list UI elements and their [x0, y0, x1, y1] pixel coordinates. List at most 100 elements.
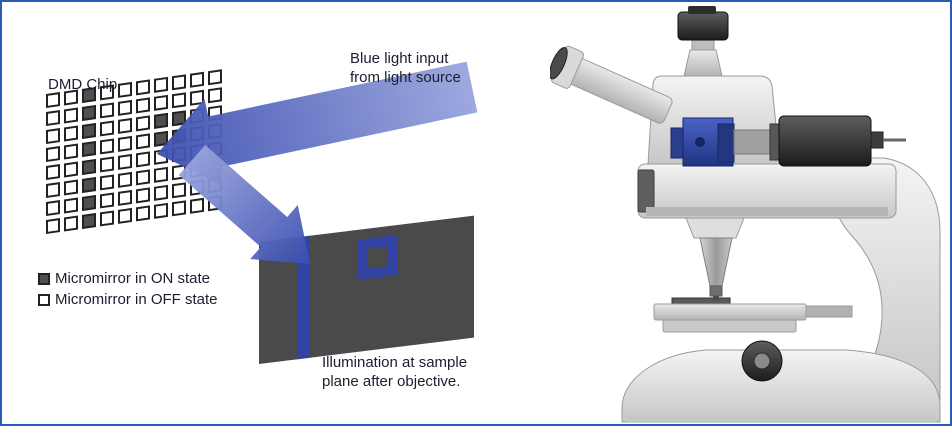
- microscope-side-tube: [733, 129, 771, 155]
- mirror-off-swatch: [38, 293, 50, 306]
- micromirror-off: [136, 187, 150, 204]
- microscope-objective: [699, 237, 733, 287]
- microscope-nosepiece: [685, 217, 745, 239]
- micromirror-off: [100, 174, 114, 191]
- micromirror-off: [100, 156, 114, 173]
- micromirror-off: [136, 115, 150, 132]
- microscope-top-camera-knob: [688, 6, 716, 14]
- micromirror-off: [118, 207, 132, 224]
- micromirror-off: [208, 141, 222, 158]
- micromirror-on: [82, 104, 96, 121]
- micromirror-off: [154, 94, 168, 111]
- micromirror-off: [100, 120, 114, 137]
- micromirror-on: [154, 130, 168, 147]
- micromirror-off: [118, 171, 132, 188]
- microscope-top-camera: [677, 11, 729, 41]
- legend: Micromirror in ON state Micromirror in O…: [38, 270, 218, 312]
- microscope-side-ring: [769, 123, 780, 161]
- micromirror-off: [172, 74, 186, 91]
- microscope-cube-knob: [695, 137, 705, 147]
- micromirror-off: [190, 89, 204, 106]
- micromirror-off: [46, 164, 60, 180]
- dmd-chip-label: DMD Chip: [48, 76, 118, 93]
- microscope-objective-lens: [713, 296, 719, 301]
- microscope-stage-upper: [653, 303, 807, 321]
- micromirror-off: [208, 105, 222, 122]
- micromirror-off: [190, 161, 204, 178]
- micromirror-off: [64, 125, 78, 142]
- micromirror-off: [136, 169, 150, 186]
- micromirror-off: [100, 210, 114, 227]
- micromirror-off: [190, 197, 204, 214]
- stripe-pattern: [297, 235, 310, 360]
- micromirror-off: [118, 81, 132, 98]
- microscope-illustration: [550, 6, 941, 423]
- legend-on-label: Micromirror in ON state: [55, 270, 211, 287]
- micromirror-off: [136, 97, 150, 114]
- micromirror-on: [172, 110, 186, 127]
- micromirror-off: [64, 179, 78, 196]
- micromirror-off: [172, 92, 186, 109]
- micromirror-off: [136, 79, 150, 96]
- micromirror-off: [208, 159, 222, 176]
- micromirror-off: [190, 179, 204, 196]
- micromirror-off: [118, 189, 132, 206]
- micromirror-off: [118, 117, 132, 134]
- square-pattern: [357, 235, 397, 280]
- micromirror-off: [154, 184, 168, 201]
- micromirror-on: [82, 194, 96, 211]
- sample-plane: [259, 215, 474, 364]
- micromirror-off: [136, 205, 150, 222]
- micromirror-off: [190, 143, 204, 160]
- micromirror-off: [46, 182, 60, 198]
- micromirror-off: [46, 218, 60, 234]
- illumination-label: Illumination at sample plane after objec…: [322, 354, 468, 390]
- square-pattern-center: [367, 246, 387, 269]
- micromirror-off: [136, 133, 150, 150]
- micromirror-off: [208, 123, 222, 140]
- micromirror-off: [118, 135, 132, 152]
- micromirror-off: [208, 177, 222, 194]
- legend-item-off: Micromirror in OFF state: [38, 291, 218, 308]
- micromirror-off: [208, 195, 222, 212]
- micromirror-on: [82, 176, 96, 193]
- micromirror-off: [154, 76, 168, 93]
- micromirror-off: [46, 110, 60, 126]
- microscope-photo-tube: [683, 49, 723, 77]
- microscope-objective-tip: [709, 285, 723, 297]
- microscope-base: [621, 349, 941, 423]
- micromirror-off: [172, 182, 186, 199]
- microscope-eyepiece-lens: [550, 46, 568, 80]
- micromirror-off: [100, 102, 114, 119]
- microscope-stage-lower: [662, 319, 797, 333]
- mirror-on-swatch: [38, 272, 50, 285]
- microscope-side-camera: [778, 115, 872, 167]
- microscope-base-foot: [626, 415, 936, 422]
- micromirror-off: [190, 107, 204, 124]
- micromirror-on: [154, 112, 168, 129]
- micromirror-off: [172, 164, 186, 181]
- light-input-label: Blue light input from light source: [350, 50, 461, 86]
- micromirror-off: [46, 146, 60, 162]
- micromirror-off: [154, 202, 168, 219]
- micromirror-off: [64, 107, 78, 124]
- micromirror-off: [172, 146, 186, 163]
- microscope-stage-bracket: [799, 305, 853, 318]
- micromirror-off: [208, 87, 222, 104]
- micromirror-off: [208, 69, 222, 86]
- micromirror-off: [190, 125, 204, 142]
- micromirror-off: [64, 161, 78, 178]
- micromirror-on: [82, 158, 96, 175]
- micromirror-off: [172, 200, 186, 217]
- micromirror-on: [82, 140, 96, 157]
- microscope-camera-port: [870, 131, 884, 149]
- microscope-eyepiece-tube: [550, 45, 673, 124]
- legend-item-on: Micromirror in ON state: [38, 270, 218, 287]
- microscope-housing-grip: [637, 169, 655, 213]
- micromirror-off: [64, 197, 78, 214]
- micromirror-on: [82, 122, 96, 139]
- legend-off-label: Micromirror in OFF state: [55, 291, 218, 308]
- micromirror-off: [46, 200, 60, 216]
- micromirror-off: [154, 166, 168, 183]
